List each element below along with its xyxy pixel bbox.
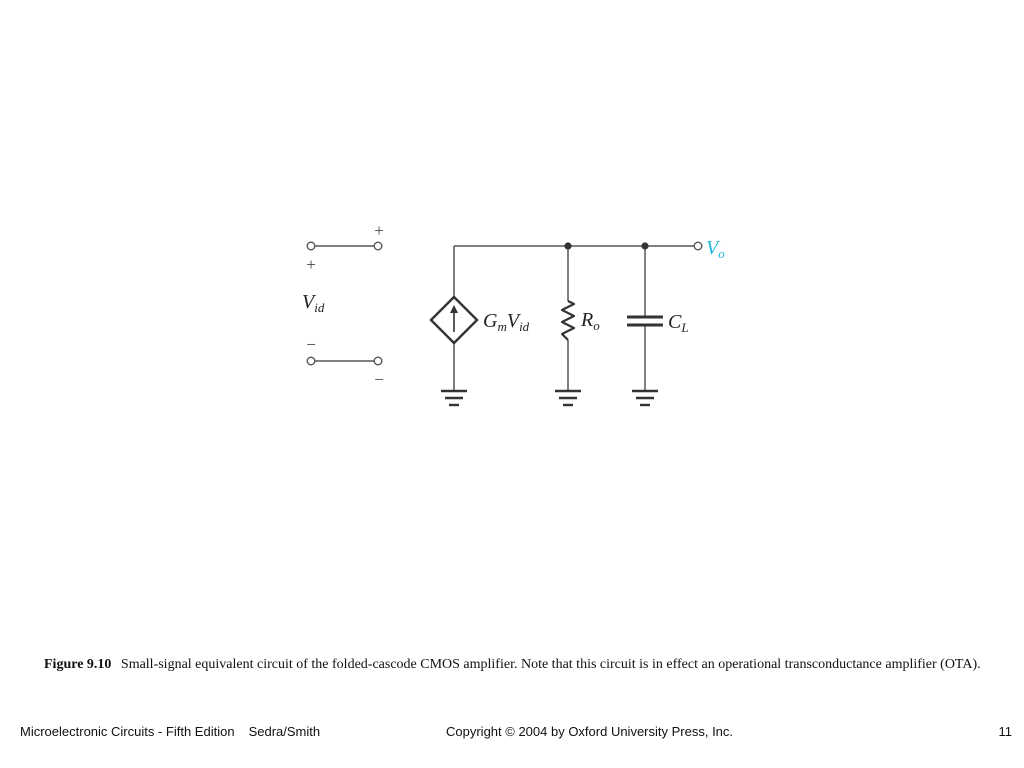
output-terminal xyxy=(693,241,703,251)
input-plus-left: + xyxy=(306,255,316,274)
figure-caption: Figure 9.10 Small-signal equivalent circ… xyxy=(44,655,989,674)
input-minus-bottom: − xyxy=(374,370,384,389)
footer-left: Microelectronic Circuits - Fifth Edition… xyxy=(20,724,320,739)
input-voltage-label: Vid xyxy=(302,291,325,315)
input-terminal-top-right xyxy=(373,241,383,251)
footer-page-number: 11 xyxy=(998,724,1013,739)
input-terminal-bottom-right xyxy=(373,356,383,366)
footer-copyright: Copyright © 2004 by Oxford University Pr… xyxy=(446,724,734,739)
input-terminal-top-left xyxy=(306,241,316,251)
junction-dot-resistor xyxy=(564,242,572,250)
junction-dot-capacitor xyxy=(641,242,649,250)
input-port: + + − − Vid xyxy=(302,221,384,389)
caption-text: Small-signal equivalent circuit of the f… xyxy=(120,657,981,672)
source-label: GmVid xyxy=(483,310,530,334)
input-terminal-bottom-left xyxy=(306,356,316,366)
input-plus-top: + xyxy=(374,221,384,240)
footer-book-title: Microelectronic Circuits - Fifth Edition xyxy=(20,724,235,739)
resistor-label: Ro xyxy=(580,309,600,333)
output-voltage-label: Vo xyxy=(706,237,725,261)
ground-icon-source xyxy=(441,389,467,407)
footer-authors: Sedra/Smith xyxy=(248,724,321,739)
ground-icon-capacitor xyxy=(632,389,658,407)
dependent-current-source xyxy=(429,295,479,345)
circuit-diagram: + + − − Vid Vo GmVid Ro CL xyxy=(302,221,725,407)
arrow-head-icon xyxy=(450,305,458,313)
input-minus-left: − xyxy=(306,335,316,354)
resistor-zigzag-icon xyxy=(560,300,576,341)
capacitor-label: CL xyxy=(668,311,689,335)
ground-icon-resistor xyxy=(555,389,581,407)
figure-number: Figure 9.10 xyxy=(44,657,112,672)
